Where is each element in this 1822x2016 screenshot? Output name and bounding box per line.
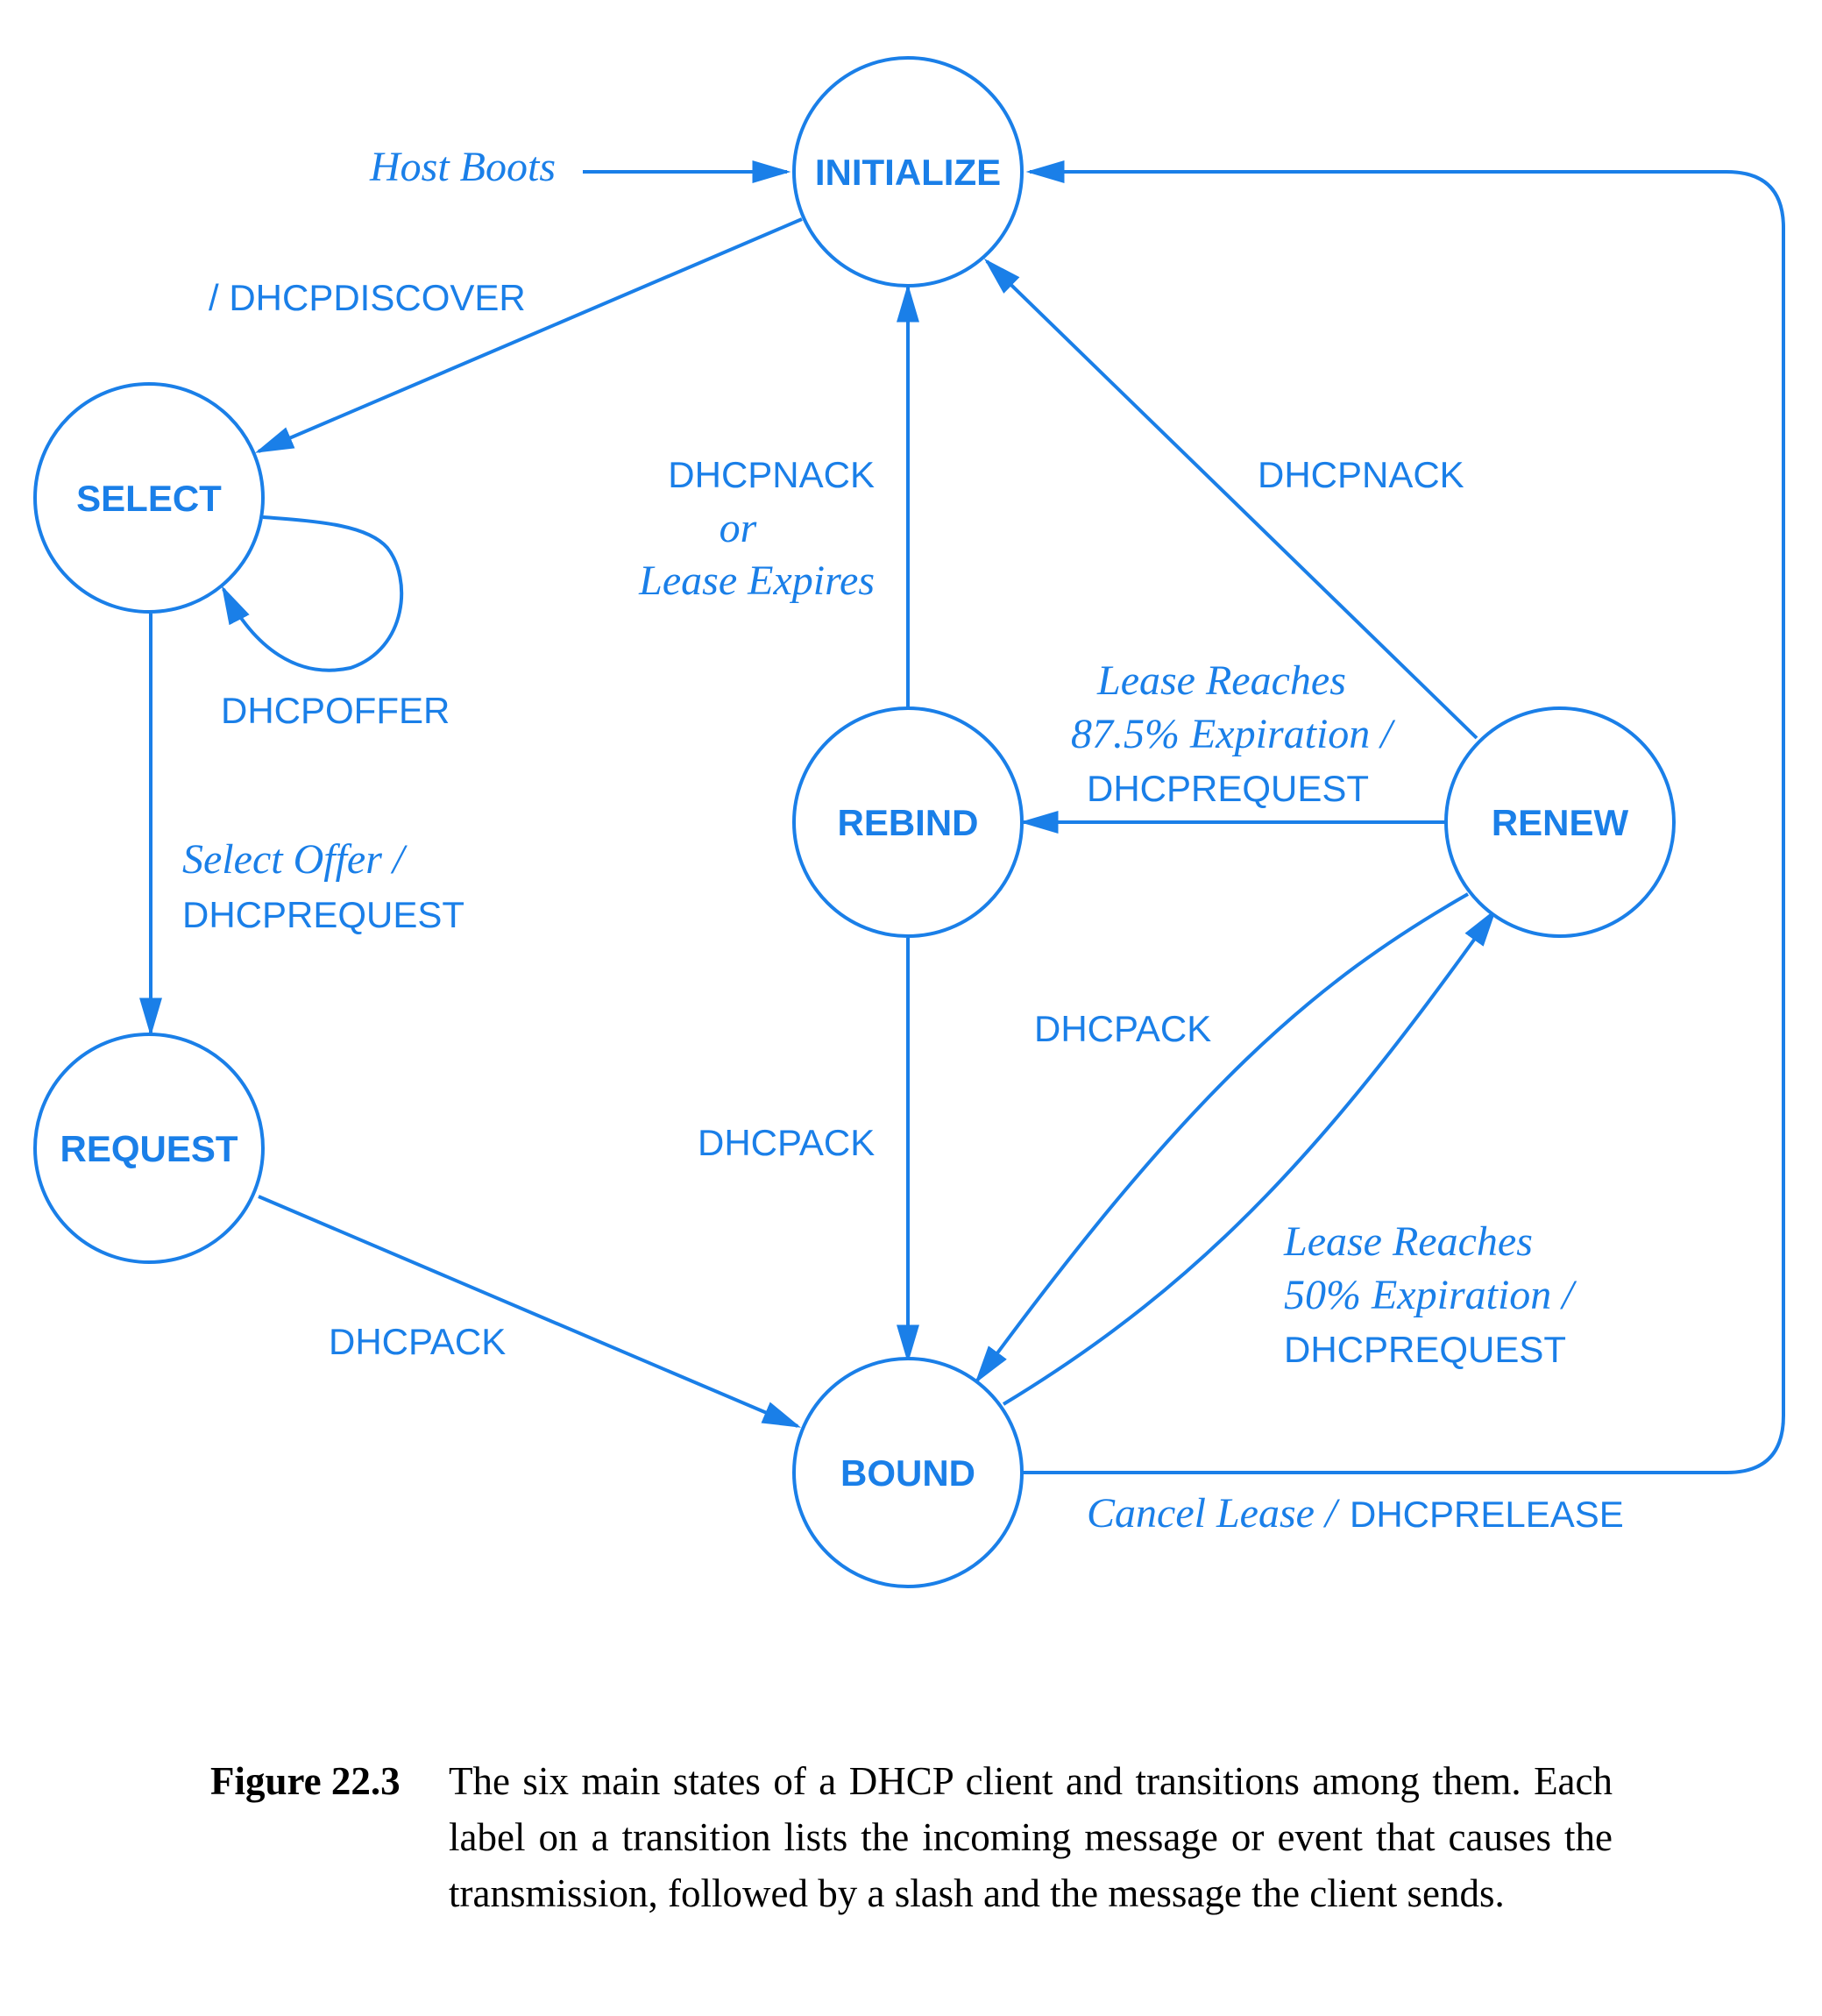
label-request-dhcpack: DHCPACK [329,1321,506,1362]
state-rebind-label: REBIND [837,802,978,843]
state-select: SELECT [33,382,265,614]
label-lease-expires: Lease Expires [638,557,875,604]
state-renew: RENEW [1444,706,1676,938]
label-dhcpdiscover: / DHCPDISCOVER [209,277,526,318]
dhcp-state-diagram: INITIALIZE SELECT REQUEST BOUND RENEW RE… [33,56,1785,1588]
state-request: REQUEST [33,1033,265,1264]
label-rebind-dhcpack: DHCPACK [698,1122,875,1163]
state-request-label: REQUEST [60,1128,237,1169]
state-initialize-label: INITIALIZE [815,152,1001,193]
state-renew-label: RENEW [1492,802,1629,843]
label-dhcpoffer: DHCPOFFER [221,690,450,731]
figure-number: Figure 22.3 [210,1759,401,1803]
label-lease-reaches-50: Lease Reaches [1283,1218,1533,1265]
state-bound: BOUND [792,1357,1024,1588]
state-select-label: SELECT [76,478,222,519]
label-cancel-lease: Cancel Lease / [1087,1490,1340,1537]
state-initialize: INITIALIZE [792,56,1024,287]
caption-text: The six main states of a DHCP client and… [449,1759,1613,1915]
edge-select-loop [221,515,404,672]
label-rebind-dhcpnack: DHCPNACK [668,454,875,495]
state-rebind: REBIND [792,706,1024,938]
edge-initialize-to-select [254,217,803,453]
edge-renew-to-bound [975,892,1469,1384]
state-bound-label: BOUND [840,1452,975,1494]
label-renew-dhcpnack: DHCPNACK [1258,454,1464,495]
label-select-dhcprequest: DHCPREQUEST [182,894,464,935]
label-renew-dhcpack: DHCPACK [1034,1008,1211,1049]
edge-renew-to-initialize [983,258,1478,740]
edge-bound-to-initialize [1023,160,1785,1474]
label-rebind-or: or [720,505,757,551]
label-select-offer: Select Offer / [182,836,408,883]
label-host-boots: Host Boots [369,144,556,190]
edge-bound-to-renew [1002,908,1497,1406]
label-dhcprelease: DHCPRELEASE [1350,1494,1624,1535]
label-lease-reaches-87: Lease Reaches [1096,657,1346,704]
figure-caption: Figure 22.3 The six main states of a DHC… [210,1753,1613,1921]
label-bound-renew-dhcprequest: DHCPREQUEST [1284,1329,1566,1370]
label-50-expiration: 50% Expiration / [1284,1272,1577,1318]
label-renew-rebind-dhcprequest: DHCPREQUEST [1087,768,1369,809]
edge-request-to-bound [258,1195,802,1428]
label-87-expiration: 87.5% Expiration / [1071,711,1395,757]
